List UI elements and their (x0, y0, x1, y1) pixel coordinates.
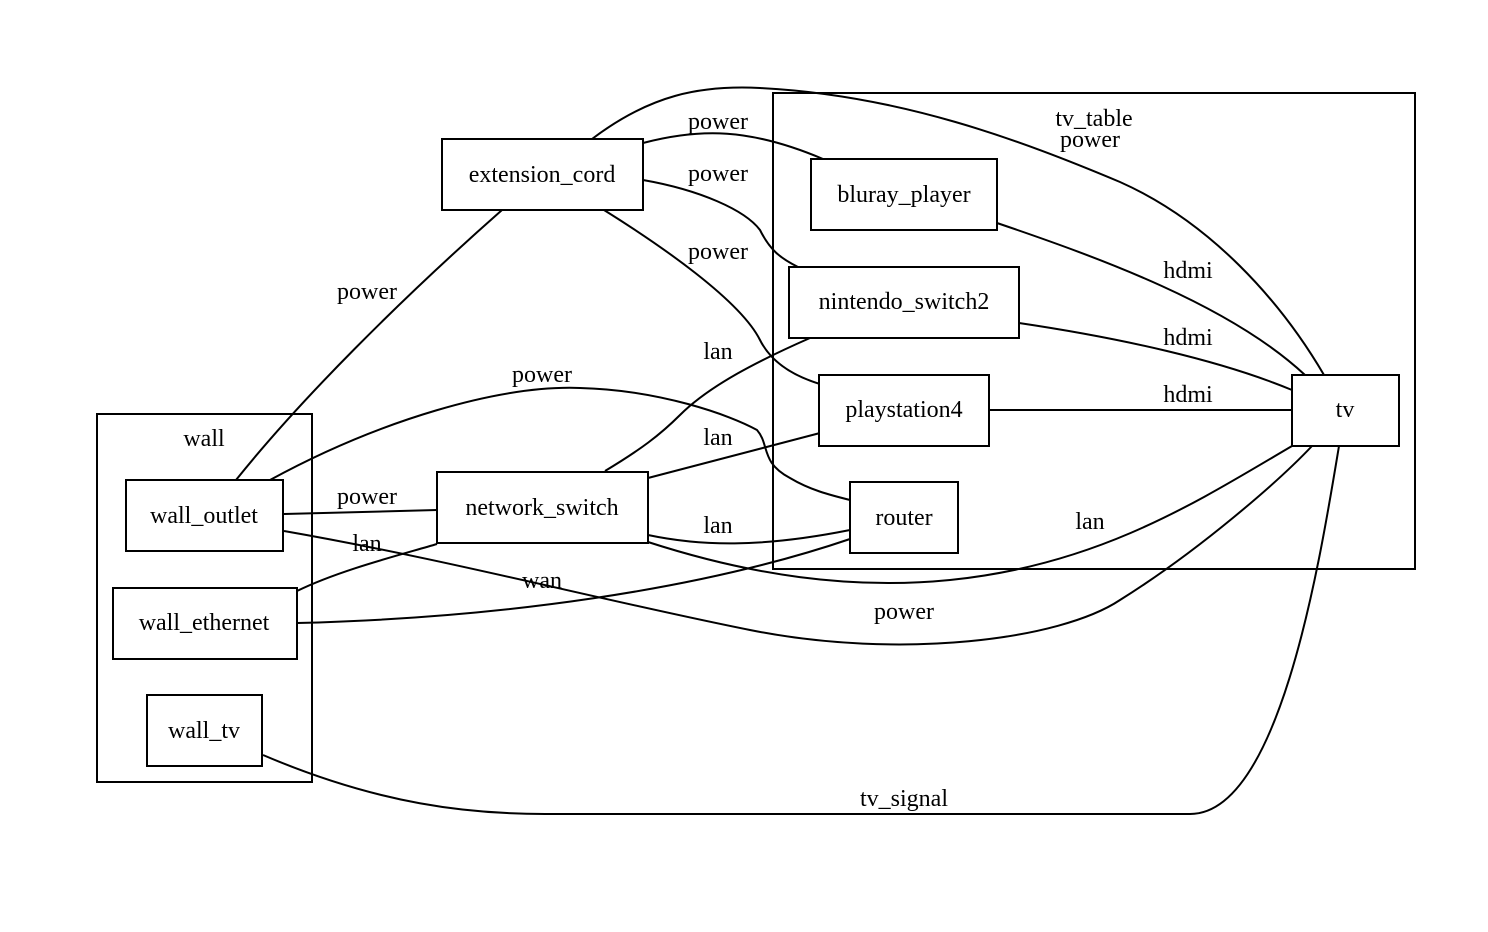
edge-label: power (688, 109, 748, 135)
node-playstation4[interactable]: playstation4 (818, 374, 990, 447)
edge-label: power (512, 362, 572, 388)
edge-label: power (688, 239, 748, 265)
edge-label: hdmi (1163, 382, 1213, 408)
cluster-tv-table: tv_table (772, 92, 1416, 570)
edge-network-switch-router[interactable]: lan (647, 513, 851, 545)
edge-wall-ethernet-router[interactable]: wan (296, 538, 851, 624)
edge-wall-outlet-extension-cord[interactable]: power (235, 209, 503, 481)
node-label: wall_ethernet (139, 610, 270, 636)
node-label: wall_outlet (150, 503, 258, 529)
edge-network-switch-playstation4[interactable]: lan (647, 425, 821, 479)
node-extension-cord[interactable]: extension_cord (441, 138, 644, 211)
node-network-switch[interactable]: network_switch (436, 471, 649, 544)
node-label: playstation4 (845, 397, 962, 423)
node-label: tv (1336, 397, 1355, 423)
edge-label: hdmi (1163, 325, 1213, 351)
edge-label: wan (522, 568, 562, 594)
node-label: router (875, 505, 932, 531)
edge-wall-ethernet-network-switch[interactable]: lan (296, 531, 438, 592)
edge-network-switch-nintendo-switch2[interactable]: lan (604, 337, 811, 472)
node-tv[interactable]: tv (1291, 374, 1400, 447)
edge-bluray-player-tv[interactable]: hdmi (996, 222, 1306, 376)
node-label: extension_cord (469, 162, 616, 188)
edge-label: hdmi (1163, 258, 1213, 284)
node-label: nintendo_switch2 (819, 289, 990, 315)
edge-label: power (1060, 127, 1120, 153)
edge-nintendo-switch2-tv[interactable]: hdmi (1018, 322, 1293, 391)
node-nintendo-switch2[interactable]: nintendo_switch2 (788, 266, 1020, 339)
edge-extension-cord-bluray-player[interactable]: power (642, 109, 824, 160)
edge-wall-outlet-tv[interactable]: power (283, 445, 1313, 646)
edge-wall-outlet-network-switch[interactable]: power (283, 484, 438, 515)
edge-extension-cord-playstation4[interactable]: power (603, 209, 821, 385)
node-bluray-player[interactable]: bluray_player (810, 158, 998, 231)
edge-label: lan (703, 425, 732, 451)
nodes: extension_cord network_switch wall_outle… (112, 138, 1400, 767)
edges: power power power power power power (235, 86, 1340, 815)
edge-extension-cord-tv[interactable]: power (591, 86, 1325, 376)
edge-label: power (337, 484, 397, 510)
node-router[interactable]: router (849, 481, 959, 554)
node-wall-tv[interactable]: wall_tv (146, 694, 263, 767)
cluster-label-wall: wall (183, 426, 225, 452)
edge-label: lan (703, 513, 732, 539)
node-label: bluray_player (837, 182, 970, 208)
edge-label: lan (703, 339, 732, 365)
node-wall-ethernet[interactable]: wall_ethernet (112, 587, 298, 660)
node-label: network_switch (465, 495, 618, 521)
edge-network-switch-tv[interactable]: lan (647, 445, 1293, 585)
node-label: wall_tv (168, 718, 240, 744)
edge-label: power (688, 161, 748, 187)
edge-label: lan (352, 531, 381, 557)
edge-label: lan (1075, 509, 1104, 535)
edge-wall-outlet-router[interactable]: power (269, 362, 851, 501)
edge-extension-cord-nintendo-switch2[interactable]: power (642, 161, 799, 268)
node-wall-outlet[interactable]: wall_outlet (125, 479, 284, 552)
edge-wall-tv-tv[interactable]: tv_signal (262, 445, 1340, 815)
cluster-label-tv-table: tv_table (1055, 106, 1132, 132)
edge-label: tv_signal (860, 786, 948, 812)
cluster-wall: wall (96, 413, 313, 783)
edge-label: power (874, 599, 934, 625)
edge-label: power (337, 279, 397, 305)
edge-playstation4-tv[interactable]: hdmi (989, 382, 1292, 411)
